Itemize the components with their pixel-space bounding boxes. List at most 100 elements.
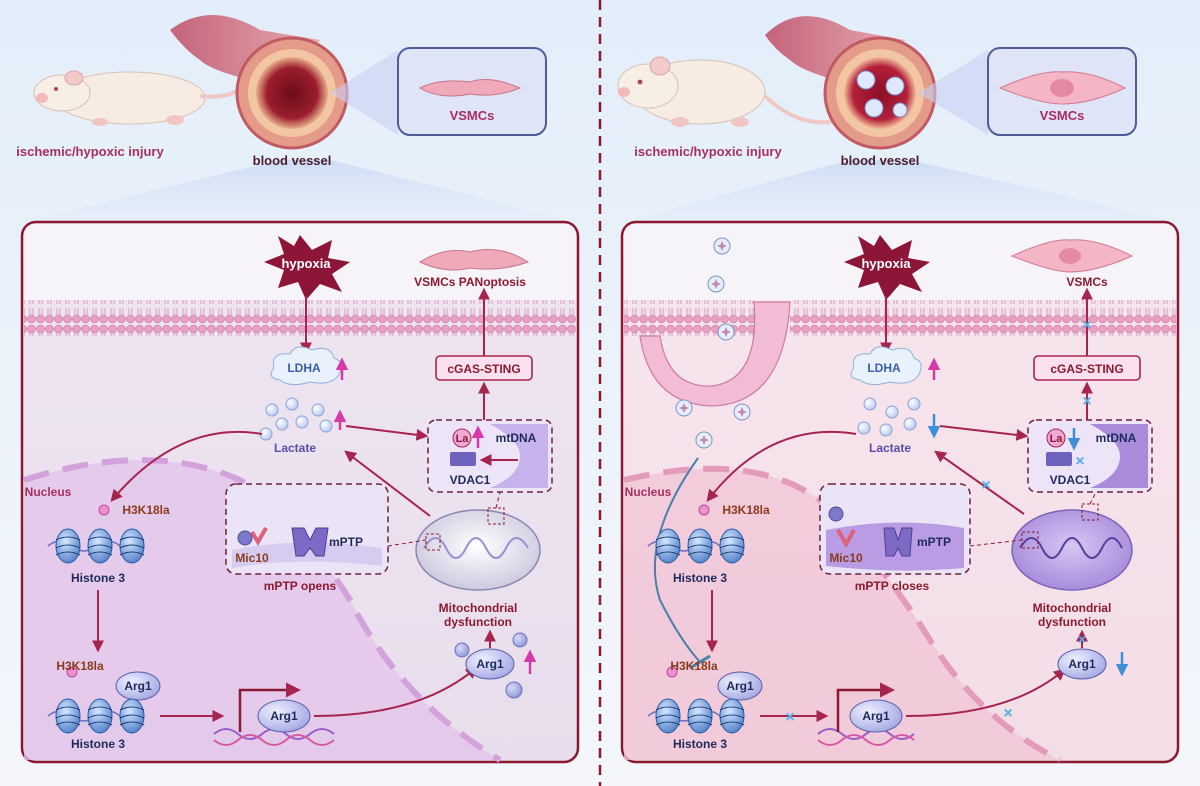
left-mitochondrion xyxy=(415,509,541,591)
right-outcome-nucleus xyxy=(1059,248,1081,264)
right-mptp-pore xyxy=(883,527,913,557)
left-la-label: La xyxy=(456,433,470,445)
right-arg1-gene-ball xyxy=(849,699,903,733)
left-h3k18la-top: H3K18la xyxy=(122,503,170,517)
right-mitochondrion xyxy=(1011,509,1133,591)
left-arg1-protein-label: Arg1 xyxy=(476,657,504,671)
left-arrow-mito-lactate xyxy=(344,450,431,517)
left-mptp-label: mPTP xyxy=(329,535,363,549)
right-cgas-label: cGAS-STING xyxy=(1050,362,1123,376)
left-mito-zoom-box-a xyxy=(425,533,441,551)
right-cell-label: VSMCs xyxy=(1040,108,1085,123)
left-mptp-pore xyxy=(291,527,329,557)
right-mechanism-panel: hypoxia LDHA Lactate cGAS-STING × VSMCs … xyxy=(620,220,1180,764)
left-vdac1-channel xyxy=(450,452,476,466)
left-arg1-bound-label: Arg1 xyxy=(124,679,152,693)
left-la-mark xyxy=(452,428,472,448)
left-zoom-beam xyxy=(22,160,578,222)
left-cell-zoom-cone xyxy=(330,50,398,135)
left-mito-label-line2: dysfunction xyxy=(444,615,512,629)
left-hypoxia-label: hypoxia xyxy=(281,256,331,271)
left-arg1-gene-label: Arg1 xyxy=(270,709,298,723)
left-mtdna-label: mtDNA xyxy=(496,431,537,445)
left-arrow-lactate-nucleus xyxy=(110,430,263,502)
right-vessel-illustration xyxy=(765,16,937,150)
right-zoom-link-a xyxy=(969,539,1023,547)
right-block-x-protein: × xyxy=(1003,705,1012,722)
right-lactyl-mark-bottom xyxy=(666,666,678,678)
right-endocytic-pit xyxy=(639,301,791,407)
left-cell-membrane xyxy=(24,300,576,336)
left-cgas-label: cGAS-STING xyxy=(447,362,520,376)
right-lactate-label: Lactate xyxy=(869,441,911,455)
left-arg1-gene-ball xyxy=(257,699,311,733)
left-arg1-bound-ball xyxy=(115,671,161,701)
right-nucleosomes-bottom xyxy=(647,698,745,734)
right-arrow-lactate-la xyxy=(939,425,1029,441)
right-hypoxia-label: hypoxia xyxy=(861,256,911,271)
left-lactate-label: Lactate xyxy=(274,441,316,455)
right-mouse-illustration xyxy=(617,56,841,127)
right-arg1-protein-label: Arg1 xyxy=(1068,657,1096,671)
left-nucleosomes-top xyxy=(47,528,145,564)
left-cell-label: VSMCs xyxy=(450,108,495,123)
left-arg1-protein-ball xyxy=(465,648,515,680)
right-lactate-molecules xyxy=(857,397,921,437)
right-mito-label-line2: dysfunction xyxy=(1038,615,1106,629)
right-arg1-bound-ball xyxy=(717,671,763,701)
right-block-x-mtdna: × xyxy=(1082,393,1091,410)
left-arrow-gene-protein xyxy=(313,666,478,717)
right-h3k18la-bottom: H3K18la xyxy=(670,659,718,673)
right-mic10-mark xyxy=(836,529,856,549)
right-mic10-ball xyxy=(828,506,844,522)
right-hypoxia-star xyxy=(844,235,930,300)
left-hypoxia-star xyxy=(264,235,350,300)
left-damaged-cell xyxy=(418,79,522,97)
right-block-x-vdac1: × xyxy=(1075,453,1084,470)
right-h3k18la-top: H3K18la xyxy=(722,503,770,517)
right-ldha-cloud xyxy=(850,346,922,386)
right-mito-membrane-piece xyxy=(1090,424,1148,488)
right-arg1-gene-dna xyxy=(817,728,915,746)
right-histone-top: Histone 3 xyxy=(673,571,727,585)
right-mic10-label: Mic10 xyxy=(829,551,863,565)
right-zoom-beam xyxy=(622,160,1178,222)
right-header: ischemic/hypoxic injury blood vessel VSM… xyxy=(617,16,1178,222)
left-mito-membrane-piece xyxy=(490,424,548,488)
right-cristae xyxy=(1019,537,1123,559)
left-arg1-molecules xyxy=(454,632,528,699)
right-la-label: La xyxy=(1050,433,1064,445)
right-cell-membrane-right xyxy=(790,300,1176,336)
left-transcription-start xyxy=(238,682,301,732)
left-vdac1-label: VDAC1 xyxy=(450,473,491,487)
left-histone-top: Histone 3 xyxy=(71,571,125,585)
right-mptp-state: mPTP closes xyxy=(855,579,930,593)
left-arrow-lactate-la xyxy=(345,425,429,441)
right-block-x-gene: × xyxy=(785,709,794,726)
left-ldha-label: LDHA xyxy=(287,361,321,375)
right-vessel-label: blood vessel xyxy=(841,153,920,168)
left-nucleosomes-bottom xyxy=(47,698,145,734)
left-h3k18la-bottom: H3K18la xyxy=(56,659,104,673)
right-la-mark xyxy=(1046,428,1066,448)
left-lactyl-mark-bottom xyxy=(66,666,78,678)
right-block-x-arg1: × xyxy=(1078,631,1086,647)
right-histone-bottom: Histone 3 xyxy=(673,737,727,751)
left-vessel-illustration xyxy=(170,15,349,150)
left-histone-bottom: Histone 3 xyxy=(71,737,125,751)
left-header: ischemic/hypoxic injury blood vessel VSM… xyxy=(16,15,578,222)
left-inner-membrane xyxy=(232,542,382,568)
right-mito-label-line1: Mitochondrial xyxy=(1033,601,1112,615)
right-outcome-label: VSMCs xyxy=(1066,275,1108,289)
left-lactate-molecules xyxy=(259,397,333,441)
right-nanoparticles xyxy=(675,237,751,449)
left-mouse-illustration xyxy=(33,70,252,126)
right-arrow-gene-protein xyxy=(905,668,1066,717)
right-mtdna-label: mtDNA xyxy=(1096,431,1137,445)
left-mito-label-line1: Mitochondrial xyxy=(439,601,518,615)
right-inhibition-line xyxy=(653,457,701,663)
right-ldha-label: LDHA xyxy=(867,361,901,375)
right-arg1-protein-ball xyxy=(1057,648,1107,680)
right-cell-membrane-left xyxy=(624,300,754,336)
